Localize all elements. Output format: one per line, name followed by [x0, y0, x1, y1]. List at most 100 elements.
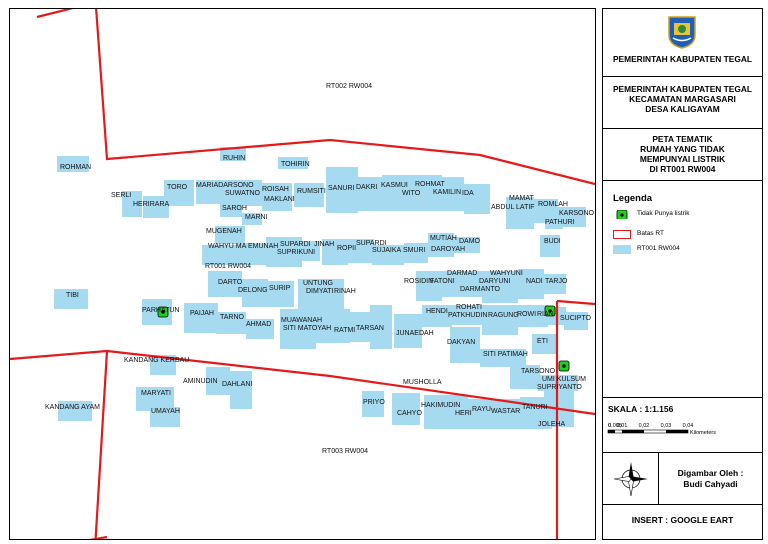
rt-area-label: RT003 RW004	[322, 448, 369, 455]
house-owner-label: MAMAT	[509, 195, 534, 202]
house-owner-label: ROHATI	[456, 304, 482, 311]
house-polygon	[532, 334, 556, 354]
house-polygon	[298, 279, 344, 311]
credits-divider	[658, 453, 659, 504]
house-polygon	[316, 309, 350, 343]
house-owner-label: MUTIAH	[430, 235, 457, 242]
house-owner-label: JUNAEDAH	[396, 330, 434, 337]
house-owner-label: RINAH	[334, 288, 356, 295]
house-polygon	[242, 213, 262, 225]
house-polygon	[545, 221, 563, 229]
house-polygon	[464, 184, 490, 214]
house-owner-label: ROISAH	[262, 186, 289, 193]
house-polygon	[230, 371, 252, 409]
house-owner-label: JINAH	[314, 241, 335, 248]
house-owner-label: PARHATUN	[142, 307, 180, 314]
house-polygon	[242, 279, 268, 307]
gov-title: PEMERINTAH KABUPATEN TEGAL	[612, 54, 753, 64]
house-polygon	[450, 327, 480, 363]
house-polygon	[506, 197, 534, 229]
house-polygon	[196, 180, 228, 204]
house-owner-label: PATHURI	[545, 219, 575, 226]
house-owner-label: NADI	[526, 278, 543, 285]
house-polygon	[416, 271, 442, 301]
house-owner-label: SITI PATIMAH	[483, 351, 528, 358]
house-owner-label: PRIYO	[363, 399, 385, 406]
header-line-1: PEMERINTAH KABUPATEN TEGAL	[612, 84, 753, 94]
theme-line-1: PETA TEMATIK	[652, 134, 713, 144]
scale-tick-label: 0,02	[639, 423, 650, 429]
house-owner-label: SITI MATOYAH	[283, 325, 332, 332]
house-owner-label: UNTUNG	[303, 280, 333, 287]
rt-area-label: RT002 RW004	[326, 83, 373, 90]
house-polygon	[150, 407, 180, 427]
rt-boundary-line	[10, 349, 595, 416]
house-polygon	[516, 305, 548, 327]
house-owner-label: MUAWANAH	[281, 317, 323, 324]
house-polygon	[220, 147, 246, 161]
legend-label: Batas RT	[637, 230, 664, 237]
house-owner-label: CAHYO	[397, 410, 422, 417]
house-owner-label: HENDI	[426, 308, 448, 315]
house-owner-label: DAKYAN	[447, 339, 476, 346]
house-owner-label: TIBI	[66, 292, 79, 299]
house-swatch	[613, 245, 631, 254]
house-polygon	[122, 191, 142, 217]
house-polygon	[208, 271, 242, 297]
house-polygon	[382, 175, 410, 211]
house-polygon	[202, 245, 238, 265]
house-owner-label: SURIP	[269, 285, 291, 292]
legend-label: Tidak Punya listrik	[637, 210, 690, 217]
house-polygon	[442, 177, 464, 211]
house-polygon	[358, 177, 382, 211]
house-polygon	[482, 271, 518, 303]
house-polygon	[348, 239, 374, 263]
house-owner-label: TARJO	[545, 278, 568, 285]
scale-title: SKALA : 1:1.156	[608, 404, 674, 414]
scale-bar-segment	[608, 430, 615, 433]
house-owner-label: SUPARDI	[280, 241, 311, 248]
header-block: PEMERINTAH KABUPATEN TEGAL KECAMATAN MAR…	[603, 77, 762, 129]
house-polygon	[482, 305, 518, 335]
insert-source: INSERT : GOOGLE EART	[631, 515, 734, 525]
house-owner-label: SAROH	[222, 205, 247, 212]
house-polygon	[57, 156, 89, 172]
scale-tick-label: 0,005	[608, 423, 622, 429]
house-owner-label: MARYATI	[141, 390, 171, 397]
house-owner-label: ROWI	[517, 311, 537, 318]
house-owner-label: TANURI	[522, 404, 548, 411]
rt-boundary-line	[94, 350, 109, 539]
rt-boundary-line	[36, 9, 74, 19]
house-polygon	[510, 365, 540, 389]
house-owner-label: MUGENAH	[206, 228, 242, 235]
house-polygon	[404, 243, 428, 263]
house-owner-label: SUCIPTO	[560, 315, 591, 322]
house-polygon	[216, 312, 246, 334]
house-polygon	[266, 281, 294, 307]
scale-bar-segment	[622, 430, 644, 433]
no-electricity-marker-icon	[558, 360, 570, 372]
scale-tick-label: 0,04	[683, 423, 694, 429]
house-owner-label: TORO	[167, 184, 188, 191]
house-polygon	[518, 269, 544, 299]
no-electricity-marker-icon	[157, 306, 169, 318]
house-owner-label: RIAN	[537, 311, 554, 318]
house-polygon	[442, 271, 482, 297]
house-owner-label: PATKHUDIN	[448, 312, 488, 319]
house-polygon	[58, 401, 92, 421]
theme-line-4: DI RT001 RW004	[649, 164, 716, 174]
house-polygon	[294, 183, 324, 207]
house-owner-label: KAMILIN	[433, 189, 462, 196]
house-owner-label: DAROYAH	[431, 246, 466, 253]
house-owner-label: RAGUNG	[488, 312, 519, 319]
house-polygon	[410, 175, 442, 211]
house-owner-label: ROHMAN	[60, 164, 92, 171]
house-owner-label: DARTO	[218, 279, 243, 286]
house-owner-label: ETI	[537, 338, 548, 345]
rt-boundary-line	[89, 535, 108, 539]
house-owner-label: AMINUDIN	[183, 378, 218, 385]
house-owner-label: BUDI	[544, 238, 561, 245]
house-owner-label: TOHIRIN	[281, 161, 310, 168]
map-canvas	[10, 9, 595, 539]
